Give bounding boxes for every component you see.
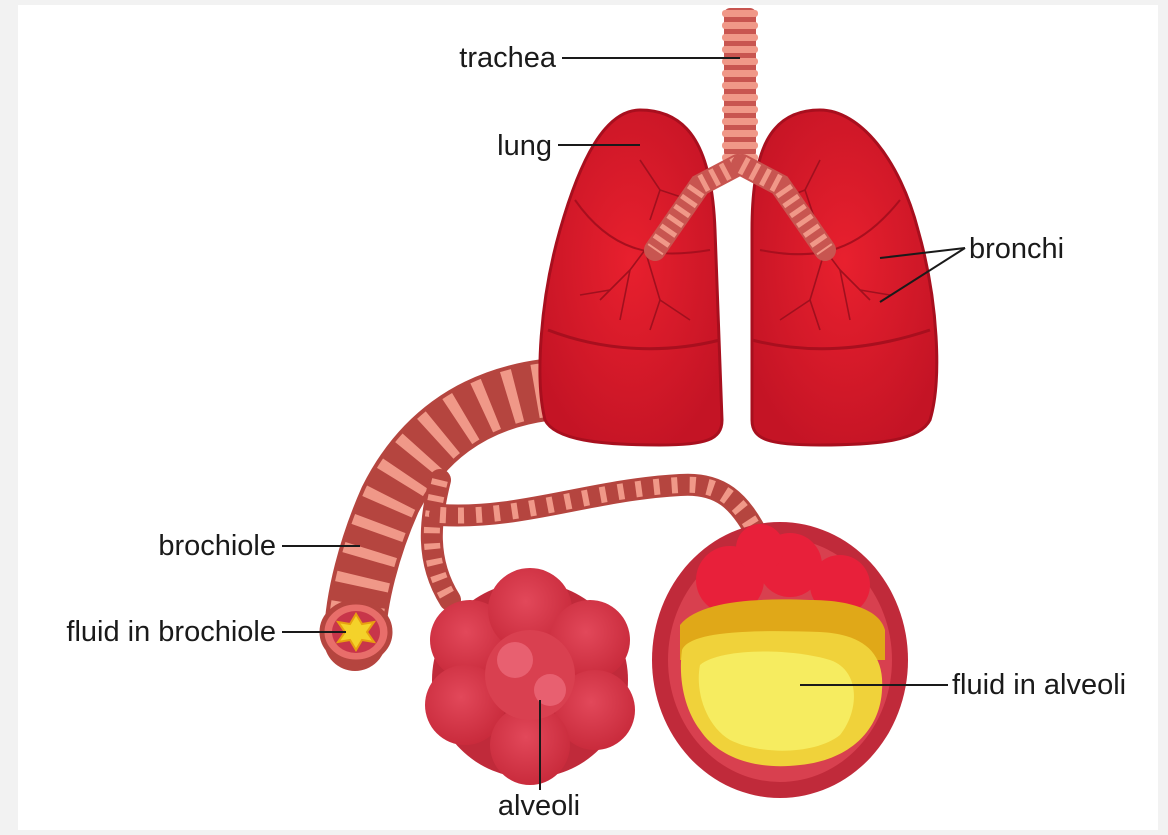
fluid-alveoli-illustration: [652, 522, 908, 798]
lung-label: lung: [497, 130, 552, 162]
brochiole-label: brochiole: [158, 530, 276, 562]
alveoli-label: alveoli: [498, 790, 580, 822]
bronchi-label: bronchi: [969, 233, 1064, 265]
trachea-illustration: [722, 8, 758, 161]
fluid-in-alveoli-label: fluid in alveoli: [952, 669, 1126, 701]
fluid-in-brochiole-label: fluid in brochiole: [66, 616, 276, 648]
trachea-label: trachea: [459, 42, 557, 74]
